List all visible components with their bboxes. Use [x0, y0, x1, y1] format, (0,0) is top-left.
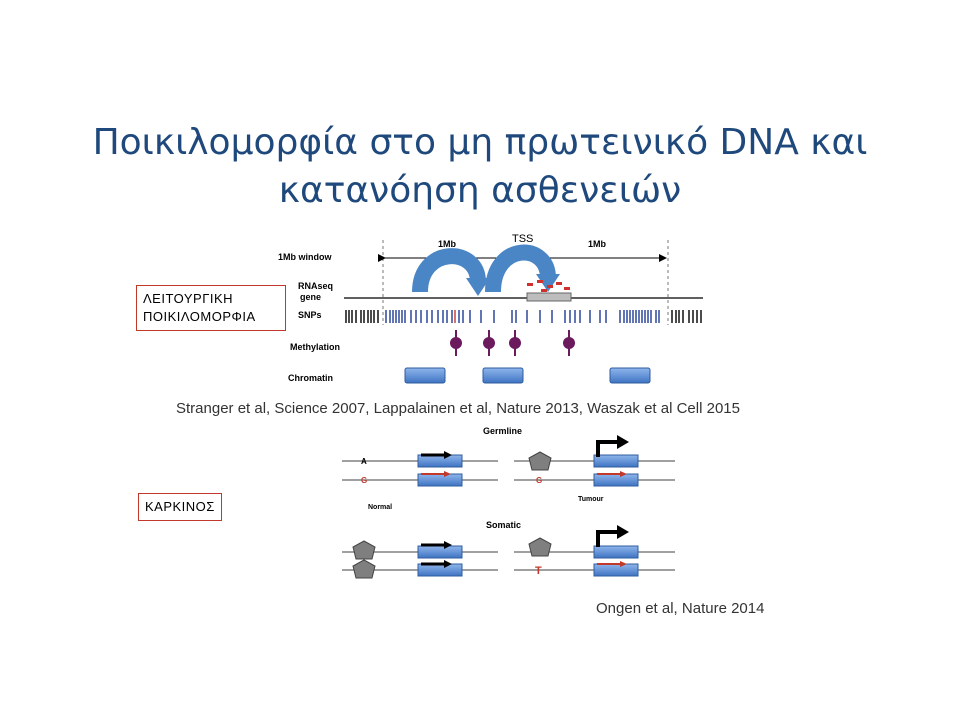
transcription-factor-icon [528, 537, 552, 557]
tss-label: TSS [512, 233, 533, 245]
left-curved-arrow [412, 248, 486, 293]
methylation-site [509, 330, 521, 356]
right-curved-arrowhead [536, 274, 560, 292]
chromatin-region [482, 367, 524, 384]
rnaseq-read [547, 285, 553, 288]
transcription-factor-icon [352, 540, 376, 560]
chromatin-region [404, 367, 446, 384]
transcription-factor-icon [352, 559, 376, 579]
allele-g-normal: G [361, 476, 367, 485]
functional-citation: Stranger et al, Science 2007, Lappalaine… [176, 400, 740, 417]
rnaseq-read [556, 282, 562, 285]
methylation-label: Methylation [290, 342, 340, 352]
cancer-label: ΚΑΡΚΙΝΟΣ [138, 493, 222, 521]
active-transcription-arrow-icon [596, 440, 620, 457]
allele-g-tumour: G [536, 476, 542, 485]
functional-variation-line1: ΛΕΙΤΟΥΡΓΙΚΗ [143, 291, 234, 306]
rnaseq-read [564, 287, 570, 290]
tumour-label: Tumour [578, 496, 604, 503]
allele-a: A [361, 457, 367, 466]
methylation-site [483, 330, 495, 356]
somatic-tumour-panel: T [514, 525, 675, 577]
chromatin-label: Chromatin [288, 373, 333, 383]
somatic-label: Somatic [486, 520, 521, 530]
right-1mb-label: 1Mb [588, 239, 607, 249]
germline-label: Germline [483, 426, 522, 436]
germline-tumour-panel: G [514, 435, 675, 487]
slide-title-line1: Ποικιλομορφία στο μη πρωτεινικό DNA και [92, 122, 868, 163]
right-curved-arrow [485, 244, 556, 293]
rnaseq-label: RNAseq [298, 281, 333, 291]
slide-title-line2: κατανόηση ασθενειών [278, 170, 682, 211]
functional-variation-label: ΛΕΙΤΟΥΡΓΙΚΗ ΠΟΙΚΙΛΟΜΟΡΦΙΑ [136, 285, 286, 331]
allele-t: T [535, 565, 542, 577]
normal-label: Normal [368, 504, 392, 511]
cancer-citation: Ongen et al, Nature 2014 [596, 600, 765, 617]
rnaseq-read [541, 289, 547, 292]
rnaseq-read [527, 283, 533, 286]
transcription-factor-icon [528, 451, 552, 471]
window-label: 1Mb window [278, 252, 332, 262]
methylation-site [450, 330, 462, 356]
chromatin-region [609, 367, 651, 384]
left-curved-arrowhead [466, 278, 490, 296]
active-transcription-arrow-icon [596, 530, 620, 547]
functional-variation-line2: ΠΟΙΚΙΛΟΜΟΡΦΙΑ [143, 309, 256, 324]
methylation-site [563, 330, 575, 356]
gene-label: gene [300, 292, 321, 302]
left-1mb-label: 1Mb [438, 239, 457, 249]
somatic-normal-panel [342, 540, 498, 579]
rnaseq-read [537, 280, 543, 283]
snp-track [345, 310, 702, 323]
gene-box [526, 292, 572, 302]
germline-normal-panel: A G [342, 451, 498, 487]
snps-label: SNPs [298, 310, 322, 320]
